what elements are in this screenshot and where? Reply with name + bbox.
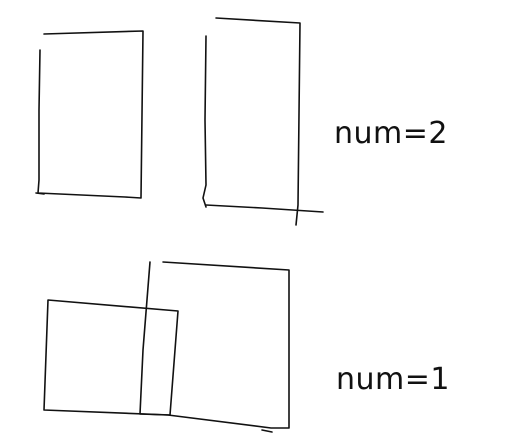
scenario-overlapping: num=1	[43, 261, 450, 433]
rectangle-right-separate-left-edge	[202, 35, 207, 208]
rectangle-left-separate	[37, 30, 144, 199]
rectangle-right-separate-bottom-edge	[205, 204, 324, 213]
rectangle-large-overlapping	[139, 261, 290, 429]
label-num-2: num=2	[334, 116, 448, 151]
rectangle-left-separate-tick	[35, 192, 45, 195]
rectangle-small-overlapping	[43, 299, 179, 416]
rectangle-large-overlapping-tick	[261, 429, 273, 433]
rectangle-right-separate	[215, 17, 301, 226]
scenario-separate: num=2	[35, 17, 448, 226]
label-num-1: num=1	[336, 362, 450, 397]
